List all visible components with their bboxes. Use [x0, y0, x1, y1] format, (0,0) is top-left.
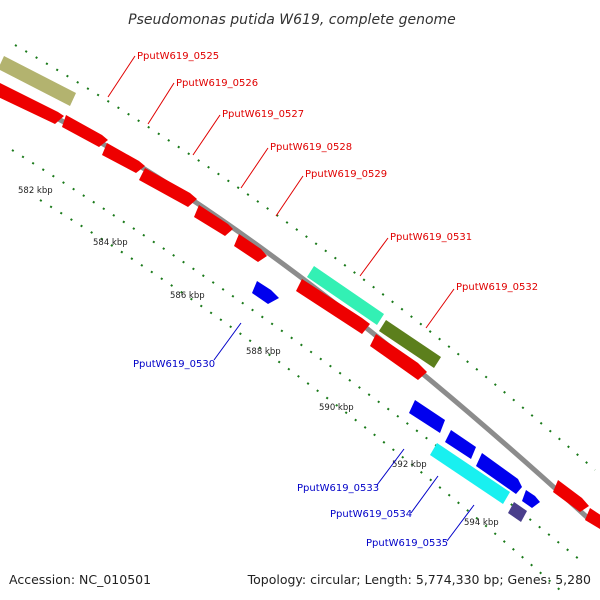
gene-label[interactable]: PputW619_0527: [222, 109, 304, 120]
gene-label[interactable]: PputW619_0526: [176, 78, 258, 89]
inner-genes: [252, 281, 540, 522]
gene-PputW619_0529-b[interactable]: [194, 205, 233, 236]
gene-PputW619_0530[interactable]: [252, 281, 279, 304]
gene-label[interactable]: PputW619_0534: [330, 509, 412, 520]
gene-PputW619_0529-c[interactable]: [234, 234, 267, 262]
kbp-label: 584 kbp: [93, 238, 128, 248]
gene-label[interactable]: PputW619_0529: [305, 169, 387, 180]
kbp-label: 592 kbp: [392, 460, 427, 470]
gene-blue-0533-a[interactable]: [409, 400, 445, 433]
genome-backbone: [0, 87, 592, 522]
gene-label[interactable]: PputW619_0530: [133, 359, 215, 370]
gene-label[interactable]: PputW619_0535: [366, 538, 448, 549]
gene-blue-0533-b[interactable]: [445, 430, 476, 459]
genome-summary-text: Topology: circular; Length: 5,774,330 bp…: [247, 572, 591, 587]
kbp-labels: 582 kbp 584 kbp 586 kbp 588 kbp 590 kbp …: [18, 186, 499, 528]
gene-blue-small[interactable]: [522, 490, 540, 508]
gene-PputW619_0534[interactable]: [430, 443, 510, 504]
gene-PputW619_0528[interactable]: [102, 143, 145, 173]
gene-PputW619_0529-a[interactable]: [139, 168, 197, 207]
gene-PputW619_0535[interactable]: [508, 502, 527, 522]
gene-labels: PputW619_0525 PputW619_0526 PputW619_052…: [133, 51, 538, 549]
gene-PputW619_0531[interactable]: [307, 266, 384, 325]
map-title: Pseudomonas putida W619, complete genome: [128, 12, 456, 28]
kbp-label: 594 kbp: [464, 518, 499, 528]
gene-label[interactable]: PputW619_0525: [137, 51, 219, 62]
gene-PputW619_0526[interactable]: [0, 83, 64, 124]
gene-red-0531-inner[interactable]: [296, 279, 370, 334]
gene-PputW619_0533[interactable]: [476, 453, 522, 494]
gene-red-far-1[interactable]: [553, 480, 589, 512]
gene-label[interactable]: PputW619_0533: [297, 483, 379, 494]
gene-red-far-2[interactable]: [585, 508, 600, 532]
gene-red-0532-inner[interactable]: [370, 334, 427, 380]
gene-label[interactable]: PputW619_0528: [270, 142, 352, 153]
tick-marks: [11, 44, 596, 591]
gene-PputW619_0527[interactable]: [62, 115, 108, 147]
gene-label[interactable]: PputW619_0531: [390, 232, 472, 243]
gene-PputW619_0532[interactable]: [379, 320, 441, 368]
gene-label[interactable]: PputW619_0532: [456, 282, 538, 293]
leader-lines: [107, 55, 475, 542]
kbp-label: 582 kbp: [18, 186, 53, 196]
kbp-label: 586 kbp: [170, 291, 205, 301]
outer-genes: [0, 56, 600, 532]
kbp-label: 588 kbp: [246, 347, 281, 357]
gene-PputW619_0525[interactable]: [0, 56, 76, 106]
kbp-label: 590 kbp: [319, 403, 354, 413]
accession-text: Accession: NC_010501: [9, 572, 152, 587]
